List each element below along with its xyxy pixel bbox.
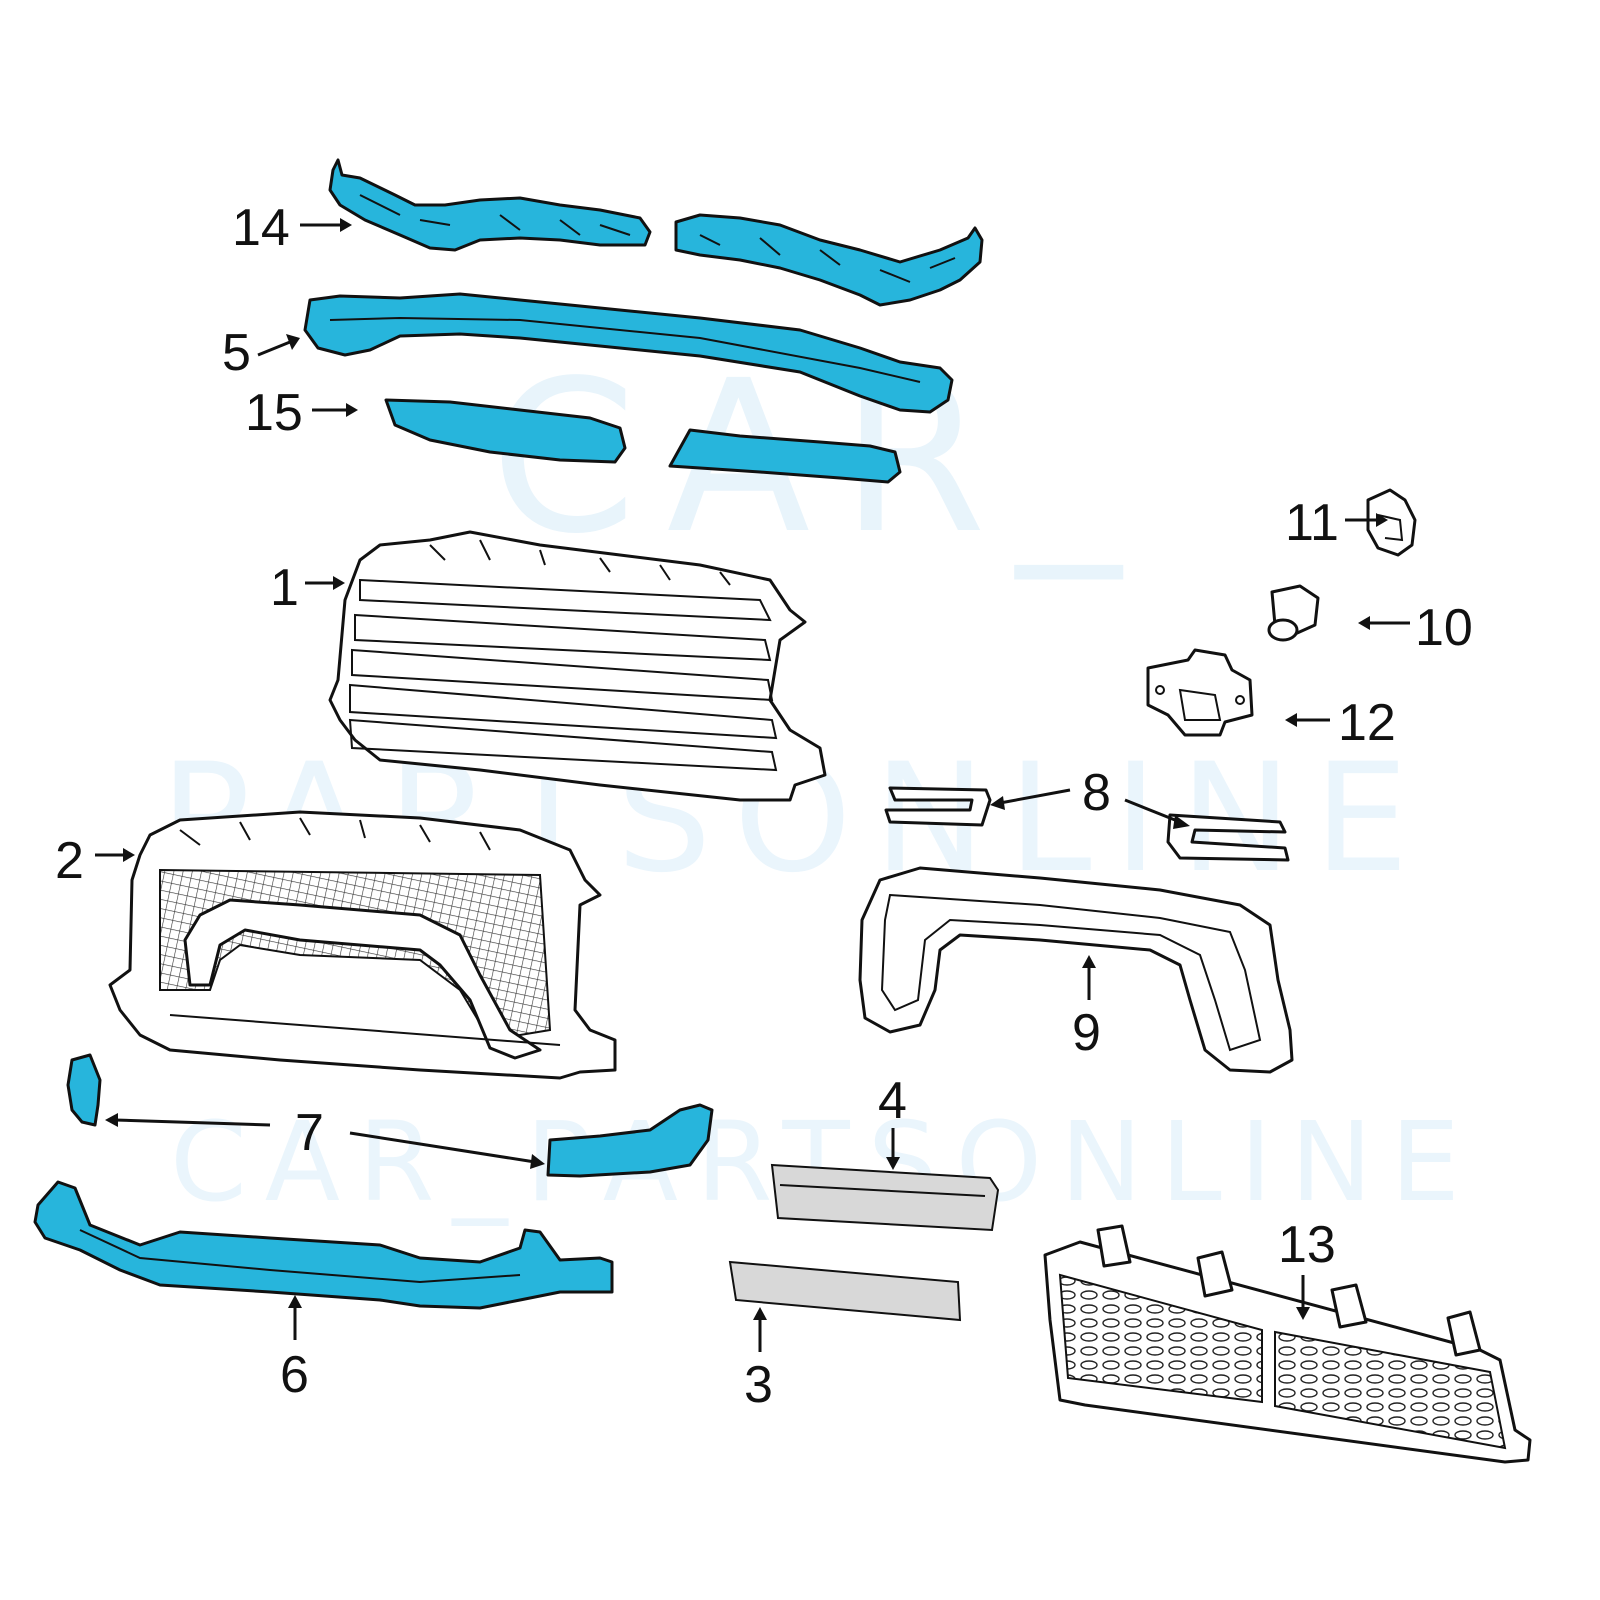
- part-10-push-pin[interactable]: [1267, 584, 1320, 642]
- callout-10: 10: [1415, 599, 1473, 657]
- part-4-strip[interactable]: [770, 1163, 1000, 1232]
- callout-15: 15: [245, 384, 303, 442]
- callout-3: 3: [744, 1356, 773, 1414]
- part-2-grille-mesh[interactable]: [108, 810, 617, 1080]
- callout-5: 5: [222, 324, 251, 382]
- part-11-clip[interactable]: [1366, 488, 1417, 557]
- callout-8: 8: [1082, 764, 1111, 822]
- callout-12: 12: [1338, 694, 1396, 752]
- callout-11: 11: [1285, 494, 1339, 552]
- callout-6: 6: [280, 1346, 309, 1404]
- callout-1: 1: [270, 559, 299, 617]
- leader-arrows: [95, 218, 1410, 1352]
- callout-14: 14: [232, 199, 290, 257]
- part-3-strip[interactable]: [728, 1260, 962, 1322]
- part-15-trim-strips[interactable]: [384, 398, 902, 484]
- part-1-grille-upper[interactable]: [328, 530, 827, 802]
- part-14-upper-brackets[interactable]: [328, 158, 984, 307]
- part-5-upper-beam[interactable]: [303, 292, 954, 414]
- callout-7: 7: [295, 1104, 324, 1162]
- callout-13: 13: [1278, 1216, 1336, 1274]
- callout-4: 4: [878, 1072, 907, 1130]
- part-6-lower-beam[interactable]: [33, 1180, 614, 1310]
- part-7-corner-trims[interactable]: [66, 1053, 714, 1178]
- callout-2: 2: [55, 832, 84, 890]
- part-8-u-trims[interactable]: [884, 786, 1290, 862]
- part-12-sensor-bracket[interactable]: [1146, 648, 1254, 737]
- part-13-lower-grille[interactable]: [1043, 1224, 1532, 1464]
- callout-9: 9: [1072, 1004, 1101, 1062]
- part-9-surround[interactable]: [858, 866, 1294, 1074]
